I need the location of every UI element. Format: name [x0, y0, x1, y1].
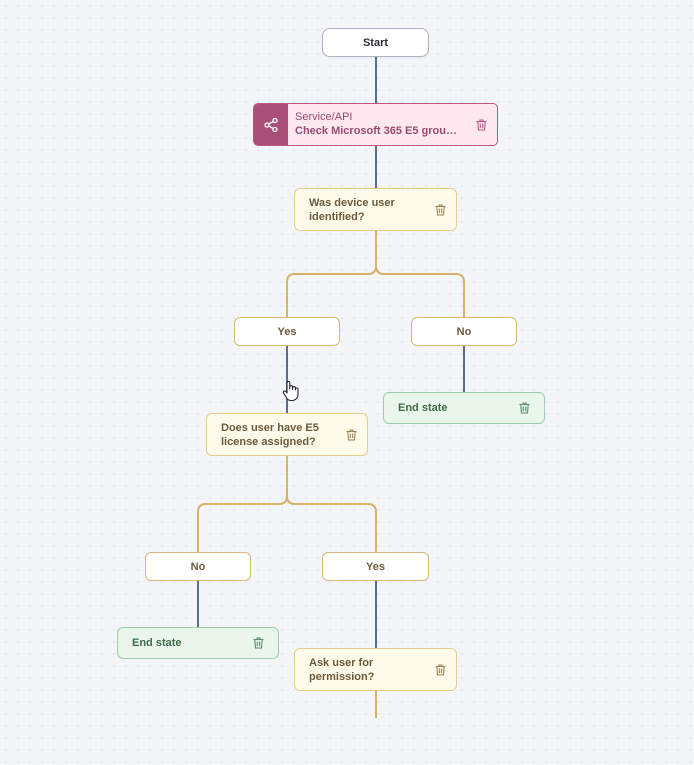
trash-icon[interactable]	[476, 118, 487, 131]
end-state-node[interactable]: End state	[117, 627, 279, 659]
decision-e5-license[interactable]: Does user have E5 license assigned?	[206, 413, 368, 456]
service-type-label: Service/API	[295, 110, 353, 123]
branch-license	[197, 456, 377, 552]
decision-label: Was device user identified?	[309, 196, 395, 223]
choice-no-device[interactable]: No	[411, 317, 517, 346]
end-state-label: End state	[398, 402, 448, 414]
branch-lines	[197, 231, 465, 718]
trash-icon[interactable]	[435, 203, 446, 216]
flow-lines	[197, 57, 465, 648]
share-nodes-icon	[254, 104, 288, 145]
decision-device-identified[interactable]: Was device user identified?	[294, 188, 457, 231]
end-state-node[interactable]: End state	[383, 392, 545, 424]
choice-yes-device[interactable]: Yes	[234, 317, 340, 346]
branch-device	[286, 231, 465, 317]
trash-icon[interactable]	[519, 402, 530, 414]
decision-ask-permission[interactable]: Ask user for permission?	[294, 648, 457, 691]
start-node[interactable]: Start	[322, 28, 429, 57]
choice-label: Yes	[277, 325, 297, 338]
choice-label: No	[190, 560, 206, 573]
trash-icon[interactable]	[435, 663, 446, 676]
trash-icon[interactable]	[253, 637, 264, 649]
choice-label: No	[456, 325, 472, 338]
decision-label: Ask user for permission?	[309, 656, 375, 683]
service-node-label: Check Microsoft 365 E5 group ...	[295, 124, 463, 137]
service-api-node[interactable]: Service/API Check Microsoft 365 E5 group…	[253, 103, 498, 146]
start-label: Start	[362, 36, 389, 49]
end-state-label: End state	[132, 637, 182, 649]
hand-cursor-icon	[281, 380, 301, 407]
choice-no-license[interactable]: No	[145, 552, 251, 581]
decision-label: Does user have E5 license assigned?	[221, 421, 319, 448]
choice-yes-license[interactable]: Yes	[322, 552, 429, 581]
choice-label: Yes	[366, 560, 385, 573]
trash-icon[interactable]	[346, 428, 357, 441]
